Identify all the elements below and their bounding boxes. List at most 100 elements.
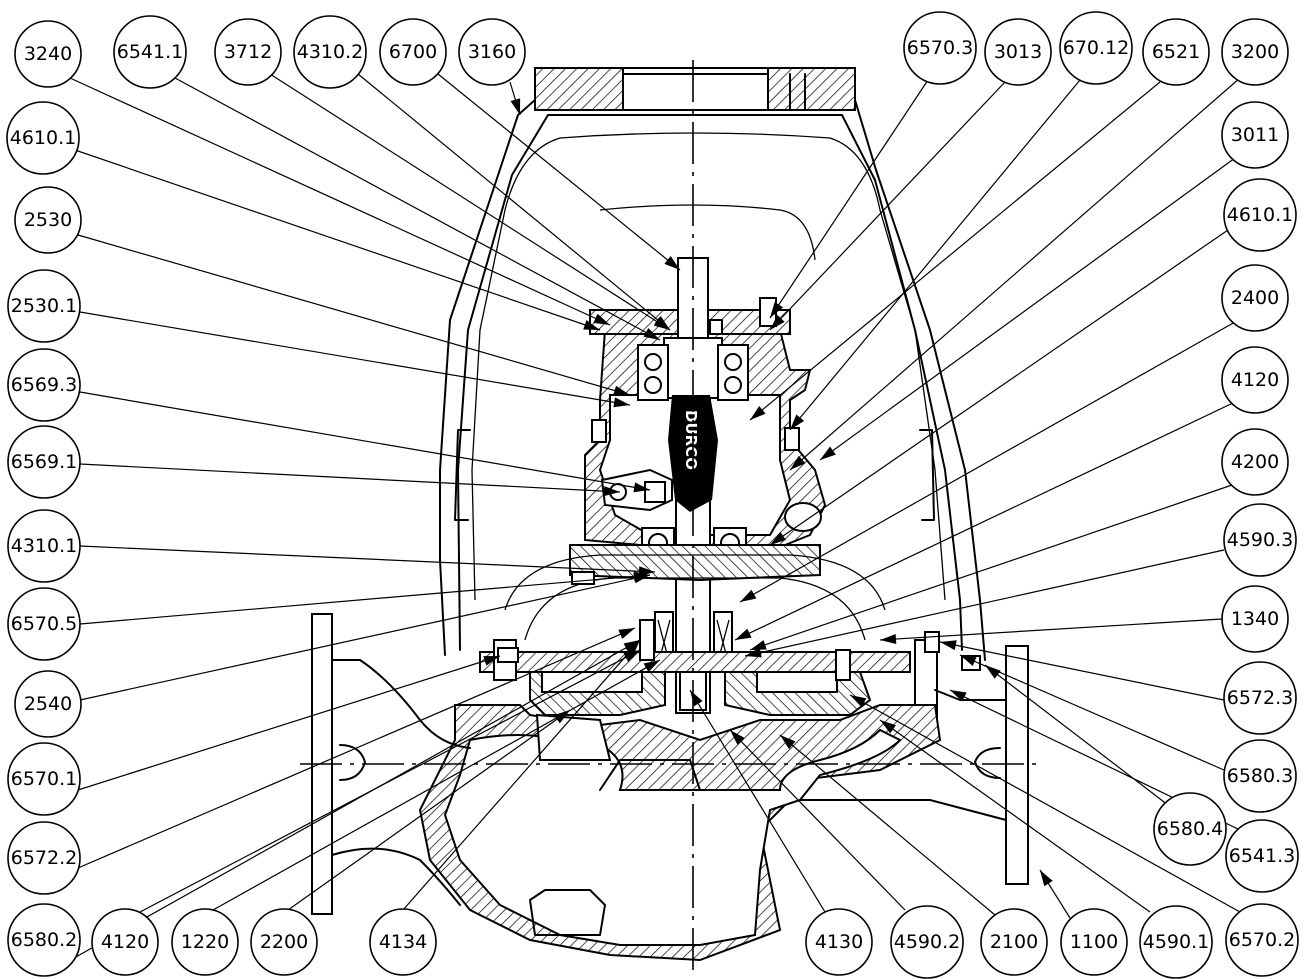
- callout-3013: 3013: [984, 18, 1052, 86]
- leader-arrowhead: [985, 665, 1001, 679]
- upper-bearing: [637, 344, 749, 401]
- leader-arrowhead: [770, 531, 787, 545]
- callout-1340: 1340: [1221, 585, 1289, 653]
- leader-line: [74, 149, 601, 331]
- leader-line: [402, 639, 641, 911]
- leader-line: [79, 574, 651, 701]
- callout-2530: 2530: [14, 186, 82, 254]
- casing-cover: [479, 619, 938, 721]
- leader-arrowhead: [790, 414, 805, 430]
- leader-line: [729, 729, 906, 911]
- svg-text:3011: 3011: [1231, 124, 1279, 146]
- svg-text:6569.3: 6569.3: [11, 374, 77, 396]
- svg-text:2530.1: 2530.1: [11, 295, 77, 317]
- svg-text:6541.3: 6541.3: [1229, 845, 1295, 867]
- impeller-stamp-text: DURCO: [682, 410, 700, 470]
- callout-6570-5: 6570.5: [7, 587, 81, 661]
- callout-1220: 1220: [171, 908, 239, 976]
- leader-line: [769, 229, 1229, 546]
- discharge-flange: [799, 645, 1029, 885]
- leader-line: [79, 391, 651, 491]
- svg-text:4590.3: 4590.3: [1227, 529, 1293, 551]
- leader-line: [739, 321, 1236, 603]
- callout-4590-1: 4590.1: [1139, 905, 1213, 979]
- callout-6572-2: 6572.2: [7, 821, 81, 895]
- svg-text:4590.2: 4590.2: [894, 931, 960, 953]
- svg-text:2200: 2200: [260, 931, 308, 953]
- callout-6570-1: 6570.1: [7, 742, 81, 816]
- callout-6570-3: 6570.3: [903, 11, 977, 85]
- callout-3011: 3011: [1221, 101, 1289, 169]
- leader-arrowhead: [960, 655, 977, 666]
- svg-text:3160: 3160: [468, 41, 516, 63]
- callout-3160: 3160: [458, 18, 526, 86]
- leader-arrowhead: [745, 647, 762, 658]
- leader-line: [689, 689, 826, 913]
- svg-text:6572.2: 6572.2: [11, 847, 77, 869]
- svg-text:1100: 1100: [1070, 931, 1118, 953]
- callout-4310-1: 4310.1: [7, 509, 81, 583]
- leader-line: [849, 694, 1241, 913]
- svg-text:6521: 6521: [1152, 41, 1200, 63]
- leader-arrowhead: [643, 327, 660, 340]
- leader-line: [77, 627, 636, 869]
- callout-6580-2: 6580.2: [7, 903, 81, 977]
- leader-line: [769, 79, 929, 319]
- leader-arrowhead: [654, 315, 670, 330]
- callout-4590-2: 4590.2: [890, 905, 964, 979]
- callout-6580-3: 6580.3: [1223, 739, 1297, 813]
- leader-arrowhead: [643, 660, 660, 673]
- leader-arrowhead: [820, 446, 836, 460]
- leader-line: [437, 73, 681, 271]
- callout-6569-1: 6569.1: [7, 425, 81, 499]
- leader-line: [984, 664, 1169, 806]
- svg-text:2100: 2100: [990, 931, 1038, 953]
- volute-casing: [418, 704, 942, 962]
- callout-2530-1: 2530.1: [7, 269, 81, 343]
- callout-4120-bottom: 4120: [91, 908, 159, 976]
- leader-arrowhead: [950, 690, 967, 702]
- callout-4134: 4134: [369, 908, 437, 976]
- callout-3200: 3200: [1221, 18, 1289, 86]
- leader-line: [79, 574, 651, 625]
- svg-text:3240: 3240: [24, 43, 72, 65]
- svg-text:4120: 4120: [101, 931, 149, 953]
- callout-4310-2: 4310.2: [293, 15, 367, 89]
- leader-arrowhead: [750, 640, 767, 650]
- leader-line: [819, 157, 1236, 461]
- svg-text:6580.4: 6580.4: [1157, 818, 1223, 840]
- leader-line: [879, 719, 1151, 913]
- svg-text:6570.1: 6570.1: [11, 768, 77, 790]
- leader-line: [69, 77, 611, 326]
- leader-arrowhead: [623, 650, 640, 662]
- leader-line: [879, 618, 1223, 641]
- svg-text:2400: 2400: [1231, 287, 1279, 309]
- callout-6569-3: 6569.3: [7, 348, 81, 422]
- leader-arrowhead: [690, 690, 703, 707]
- svg-text:6580.2: 6580.2: [11, 929, 77, 951]
- svg-text:4310.2: 4310.2: [297, 41, 363, 63]
- callout-4610-1-left: 4610.1: [6, 101, 80, 175]
- leader-arrowhead: [593, 313, 610, 325]
- callout-2100: 2100: [980, 908, 1048, 976]
- fasteners: [497, 297, 981, 671]
- leader-line: [357, 73, 671, 331]
- leader-line: [789, 79, 1081, 431]
- callout-3712: 3712: [214, 18, 282, 86]
- motor-adapter-frame: [439, 67, 986, 661]
- callout-6700: 6700: [379, 18, 447, 86]
- leader-line: [779, 734, 996, 916]
- leader-arrowhead: [790, 455, 806, 470]
- svg-text:4610.1: 4610.1: [1227, 204, 1293, 226]
- leader-line: [749, 81, 1161, 421]
- leader-arrowhead: [664, 256, 680, 270]
- leader-line: [79, 463, 621, 493]
- leader-arrowhead: [510, 98, 521, 115]
- svg-text:3712: 3712: [224, 41, 272, 63]
- leader-line: [77, 655, 501, 791]
- leader-arrowhead: [940, 640, 957, 651]
- callout-6541-1: 6541.1: [113, 15, 187, 89]
- callout-4590-3: 4590.3: [1223, 503, 1297, 577]
- callout-6541-3: 6541.3: [1225, 819, 1299, 893]
